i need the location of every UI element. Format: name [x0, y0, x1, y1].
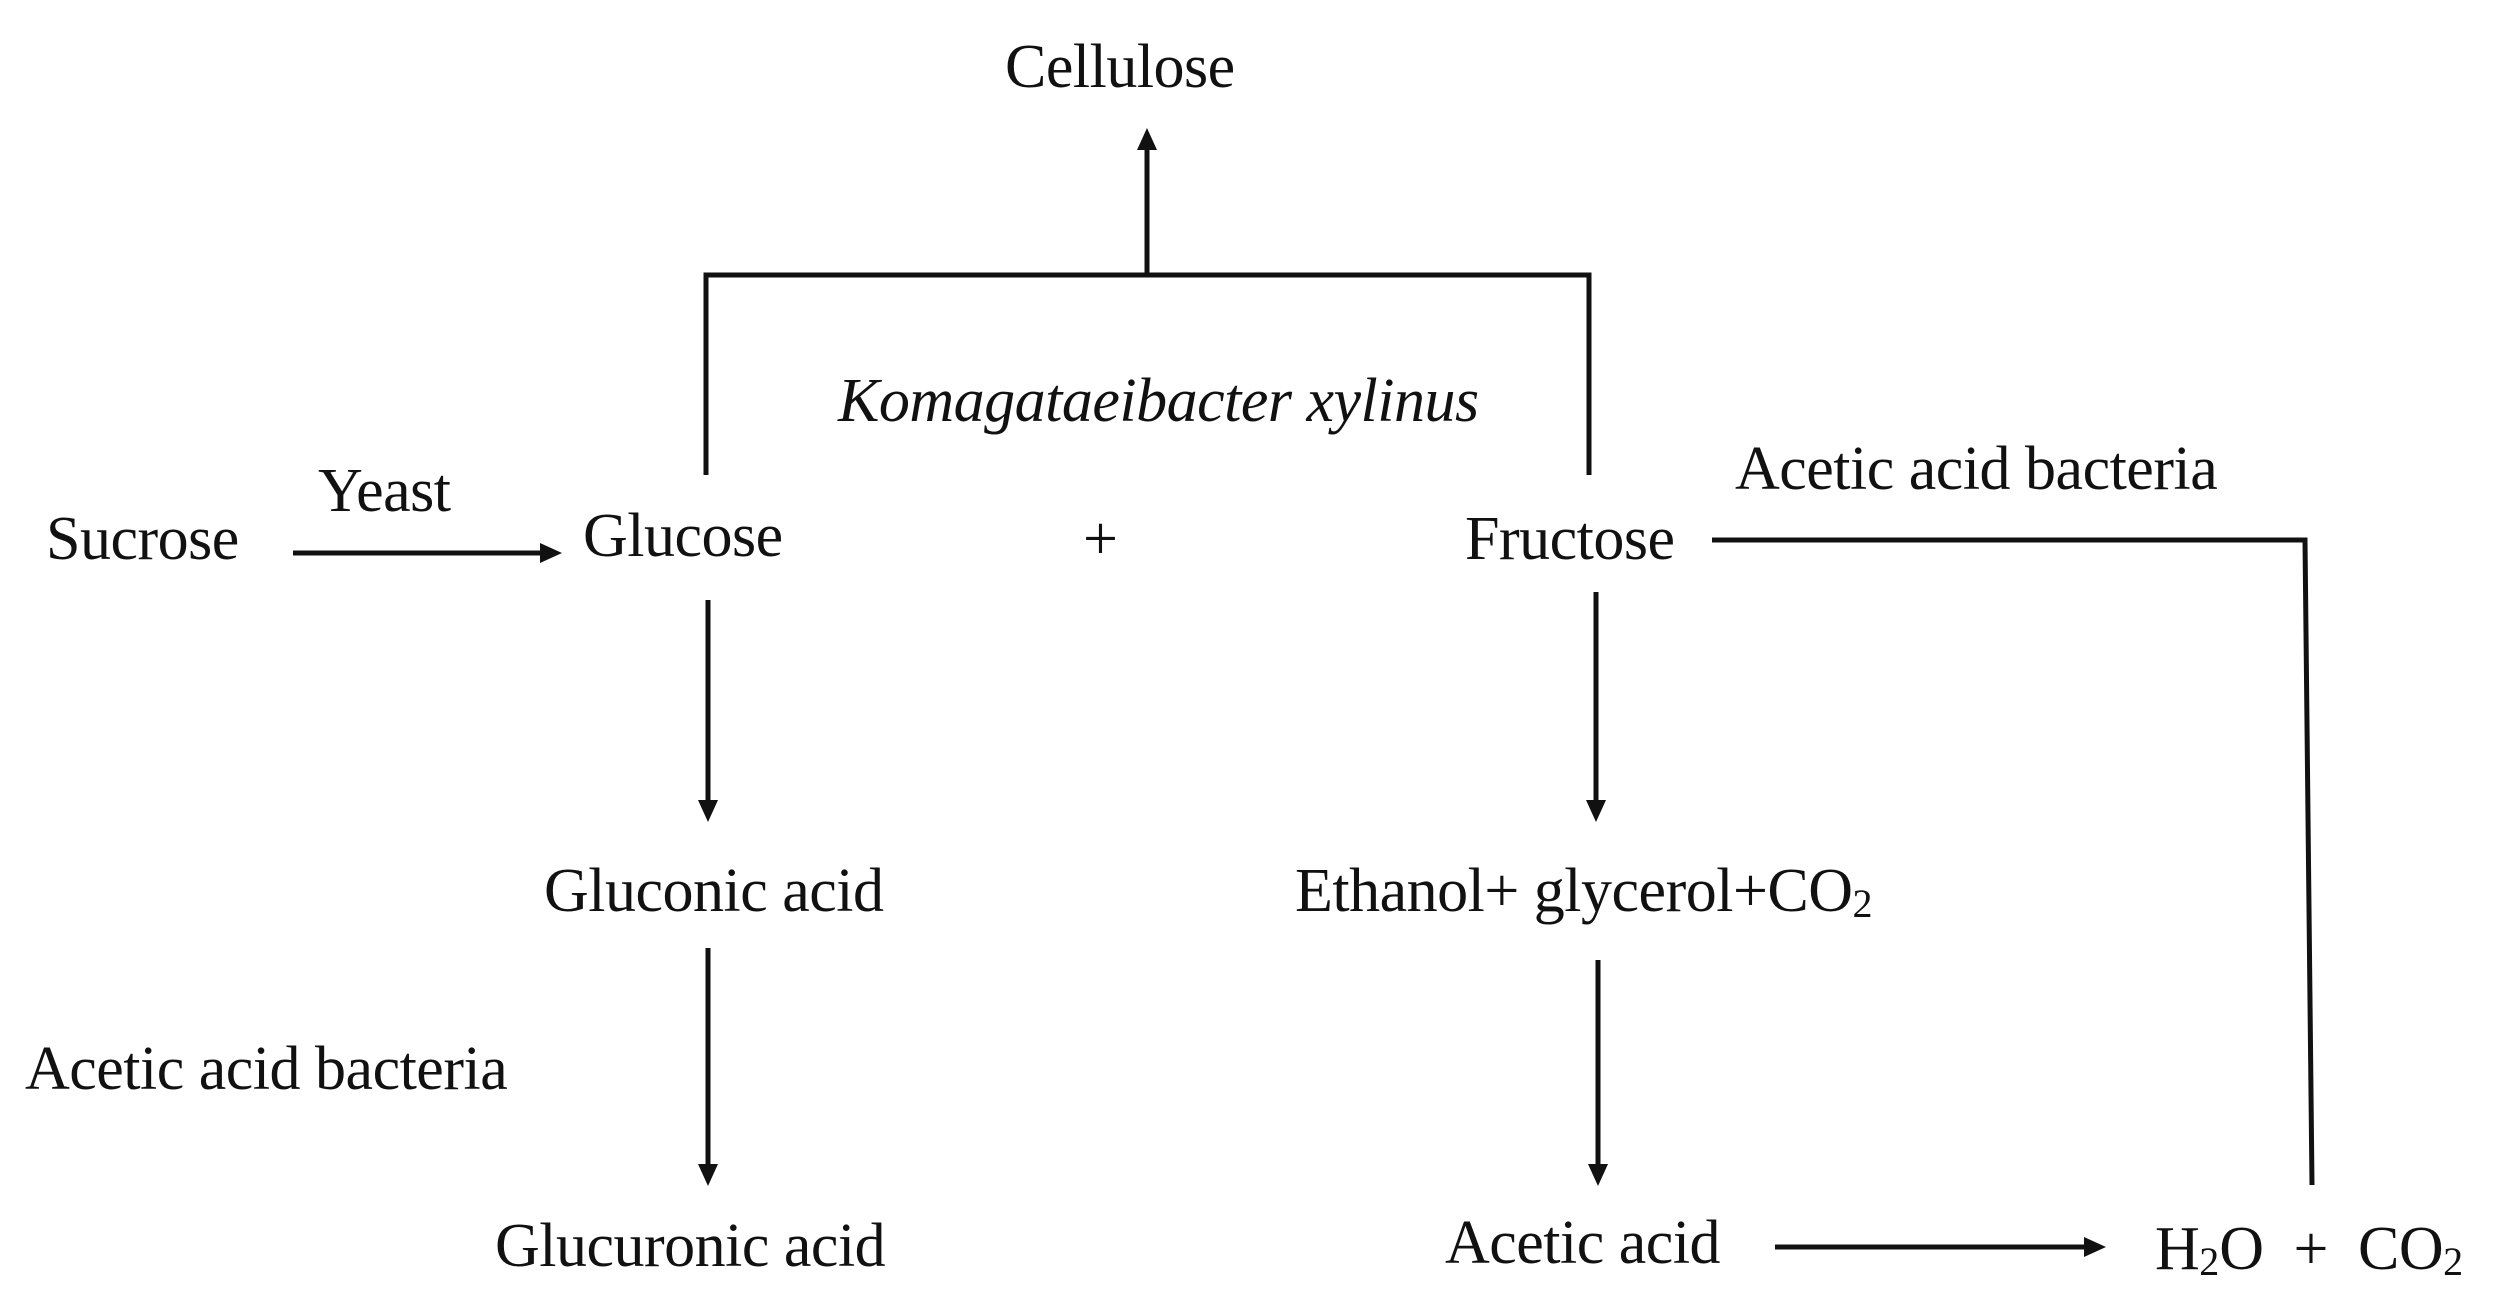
arrowhead-water — [2084, 1237, 2106, 1257]
organism-label: Komagataeibacter xylinus — [838, 367, 1479, 435]
acetic-acid-label: Acetic acid — [1445, 1209, 1721, 1277]
acetic-acid-bacteria-left-label: Acetic acid bacteria — [25, 1035, 508, 1103]
arrowhead-cellulose — [1137, 128, 1157, 150]
fructose-label: Fructose — [1465, 505, 1675, 573]
plus-sign: + — [1083, 505, 1118, 573]
ethanol-glycerol-co-text: Ethanol+ glycerol+CO — [1295, 857, 1853, 925]
sucrose-label: Sucrose — [46, 505, 239, 573]
gluconic-acid-label: Gluconic acid — [544, 857, 884, 925]
ethanol-glycerol-co2-label: Ethanol+ glycerol+CO2 — [1295, 860, 1873, 924]
h-text: H — [2155, 1215, 2200, 1283]
arrowhead-glucose — [540, 543, 562, 563]
co2-subscript: 2 — [2443, 1239, 2464, 1284]
glucuronic-acid-label: Glucuronic acid — [495, 1212, 886, 1280]
glucose-label: Glucose — [583, 502, 783, 570]
arrowhead-ethanol — [1586, 800, 1606, 822]
water-subscript: 2 — [2199, 1239, 2220, 1284]
arrowhead-gluconic — [698, 800, 718, 822]
water-co2-label: H2O + CO2 — [2155, 1218, 2463, 1282]
yeast-label: Yeast — [318, 457, 451, 525]
connector-fructose-to-water — [1712, 537, 2315, 1186]
arrowhead-acetic — [1588, 1164, 1608, 1186]
ethanol-co2-subscript: 2 — [1852, 881, 1873, 926]
cellulose-label: Cellulose — [1005, 33, 1235, 101]
o-plus-co-text: O + CO — [2219, 1215, 2444, 1283]
acetic-acid-bacteria-right-label: Acetic acid bacteria — [1735, 435, 2218, 503]
arrowhead-glucuronic — [698, 1164, 718, 1186]
